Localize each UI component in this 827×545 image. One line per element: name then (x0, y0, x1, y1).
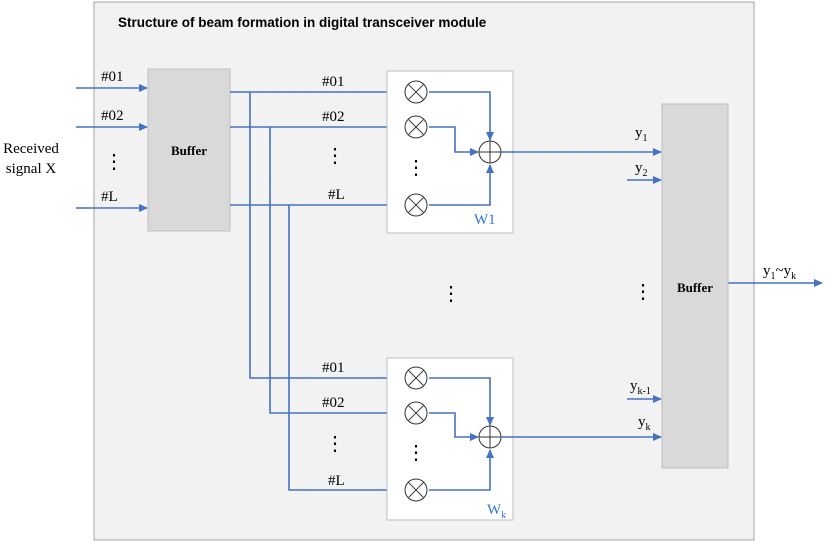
diagram-title: Structure of beam formation in digital t… (118, 15, 487, 30)
fanout-label-bottom-2: #02 (322, 395, 345, 411)
weight-block-w1: ⋮ W1 (386, 70, 514, 234)
adder-icon (478, 140, 502, 164)
buffer-input-y1: y1 (635, 125, 648, 144)
multiplier-ellipsis: ⋮ (406, 442, 426, 464)
input-channel-label-L: #L (101, 189, 118, 205)
multiplier-icon (404, 80, 428, 104)
weight-block-wk: ⋮ Wk (386, 357, 514, 521)
weight-label-wk: Wk (487, 502, 506, 521)
fanout-label-bottom-1: #01 (322, 360, 345, 376)
fanout-label-top-1: #01 (322, 74, 345, 90)
buffer-input-ellipsis: ⋮ (633, 281, 653, 303)
weight-block-ellipsis: ⋮ (441, 283, 461, 305)
buffer-input-yk1: yk-1 (630, 378, 651, 397)
output-label: y1~yk (763, 263, 796, 282)
multiplier-icon (404, 193, 428, 217)
adder-icon (478, 425, 502, 449)
output-buffer (661, 103, 729, 469)
output-buffer-label: Buffer (677, 280, 713, 295)
multiplier-icon (404, 401, 428, 425)
multiplier-icon (404, 366, 428, 390)
fanout-ellipsis-bottom: ⋮ (325, 433, 345, 455)
buffer-input-y2: y2 (635, 160, 648, 179)
input-channel-label-1: #01 (101, 69, 124, 85)
input-buffer (147, 68, 231, 232)
input-lines (76, 84, 148, 212)
input-label-line1: Received (3, 141, 59, 157)
fanout-label-top-L: #L (328, 187, 345, 203)
sum-output-lines (501, 148, 823, 441)
multiplier-ellipsis: ⋮ (406, 157, 426, 179)
input-channel-label-2: #02 (101, 108, 124, 124)
buffer-input-yk: yk (638, 414, 651, 433)
input-label-line2: signal X (6, 161, 57, 177)
fanout-lines (230, 88, 403, 494)
fanout-label-bottom-L: #L (328, 473, 345, 489)
multiplier-icon (404, 115, 428, 139)
weight-label-w1: W1 (474, 212, 496, 228)
fanout-label-top-2: #02 (322, 109, 345, 125)
input-ellipsis: ⋮ (104, 151, 124, 173)
fanout-ellipsis-top: ⋮ (325, 145, 345, 167)
input-buffer-label: Buffer (171, 143, 207, 158)
multiplier-icon (404, 478, 428, 502)
